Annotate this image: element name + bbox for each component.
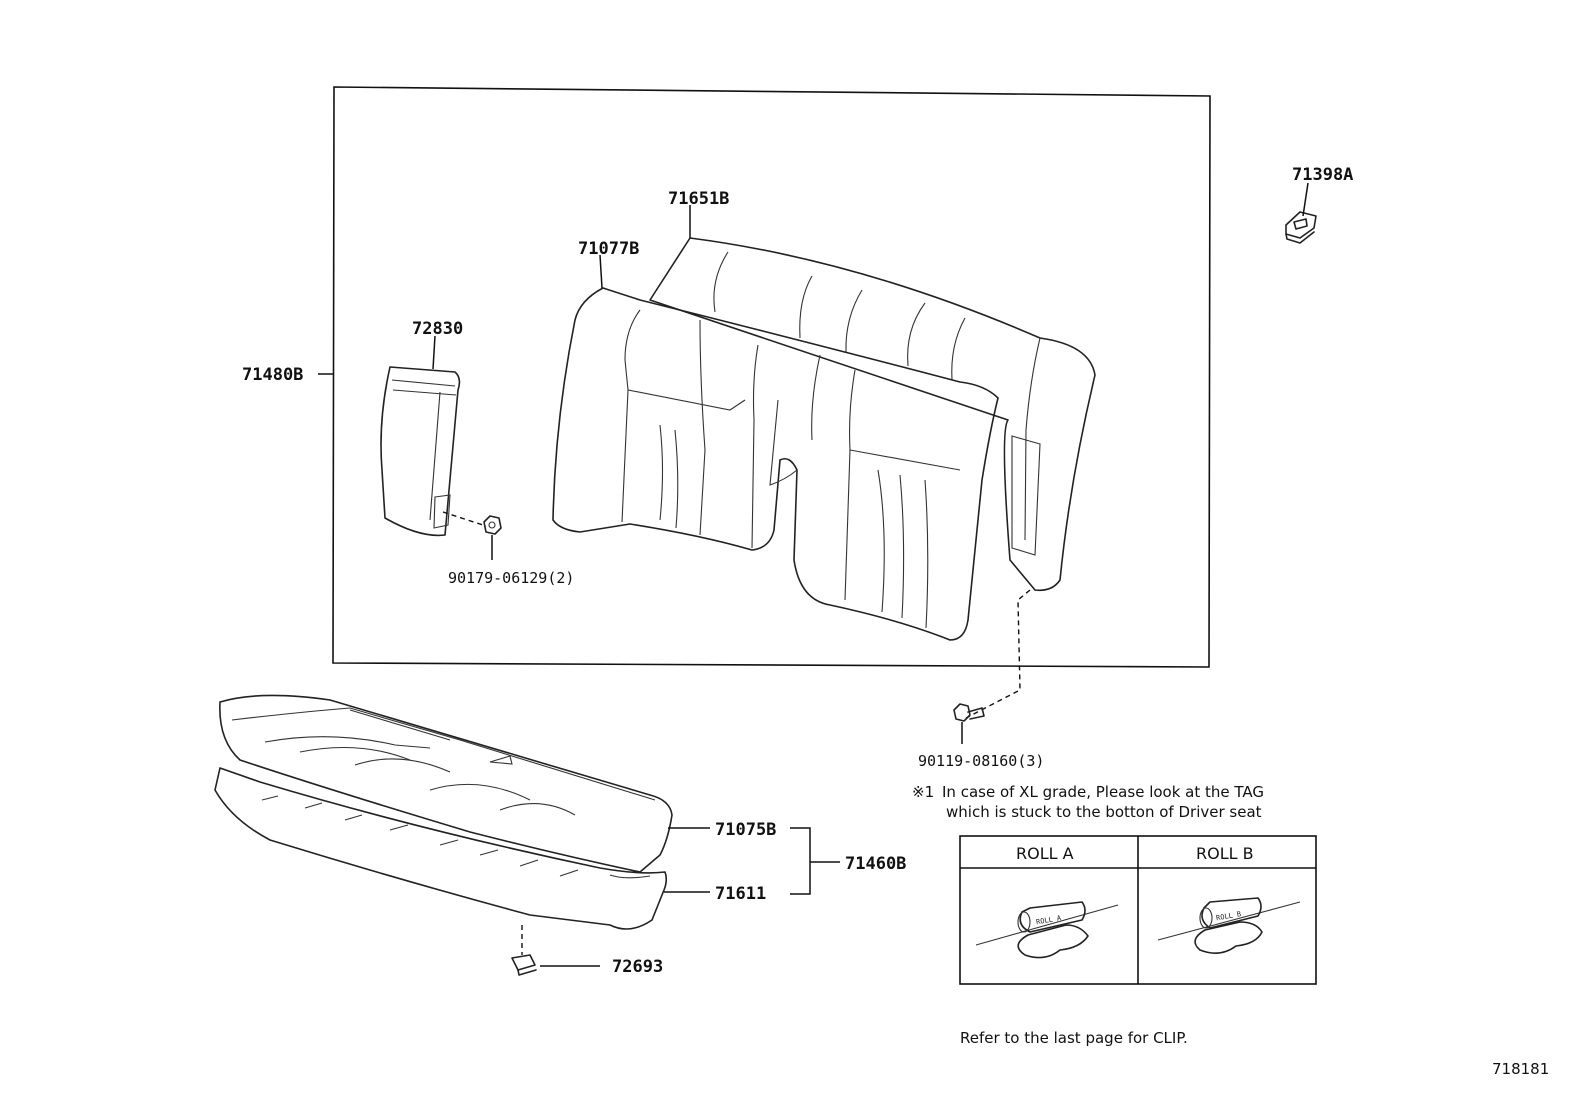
note-line-2: which is stuck to the botton of Driver s… <box>946 803 1262 821</box>
part-label-72693: 72693 <box>612 957 663 977</box>
roll-b-header: ROLL B <box>1196 844 1254 863</box>
note-mark: ※1 <box>912 783 934 801</box>
leader-72830 <box>432 335 436 370</box>
part-label-72830: 72830 <box>412 319 463 339</box>
bolt-90119-08160 <box>953 703 985 722</box>
dash-seatback-to-bolt <box>965 589 1031 719</box>
note-line-1: In case of XL grade, Please look at the … <box>942 783 1264 801</box>
roll-table <box>959 835 1317 985</box>
clip-71398a <box>1285 211 1317 244</box>
part-label-71398a: 71398A <box>1292 165 1353 185</box>
part-label-71075b: 71075B <box>715 820 776 840</box>
leader-71398a <box>1302 182 1309 217</box>
roll-b-tag-illustration: ROLL B <box>1157 897 1301 954</box>
part-label-90179-06129: 90179-06129(2) <box>448 569 574 587</box>
figure-number: 718181 <box>1492 1060 1549 1078</box>
bracket-71460b <box>790 827 840 895</box>
seat-cushion-pad-71611 <box>214 767 668 930</box>
seat-back-front-cover-71077b <box>552 287 999 641</box>
part-label-71651b: 71651B <box>668 189 729 209</box>
nut-90179-06129 <box>483 515 502 535</box>
seat-back-assembly-frame <box>332 86 1211 668</box>
dash-armrest-to-nut <box>442 511 487 527</box>
seat-back-rear-cover-71651b <box>649 237 1096 592</box>
seat-cushion-cover-71075b <box>219 694 673 873</box>
roll-a-header: ROLL A <box>1016 844 1074 863</box>
part-label-71077b: 71077B <box>578 239 639 259</box>
part-label-71460b: 71460B <box>845 854 906 874</box>
roll-a-tag-illustration: ROLL A <box>975 901 1119 959</box>
armrest-72830 <box>380 366 461 537</box>
clip-reference-note: Refer to the last page for CLIP. <box>960 1029 1188 1047</box>
part-label-71611: 71611 <box>715 884 766 904</box>
part-label-90119-08160: 90119-08160(3) <box>918 752 1044 770</box>
leader-71077b <box>599 254 603 289</box>
clip-72693 <box>511 954 537 976</box>
part-label-71480b: 71480B <box>242 365 303 385</box>
